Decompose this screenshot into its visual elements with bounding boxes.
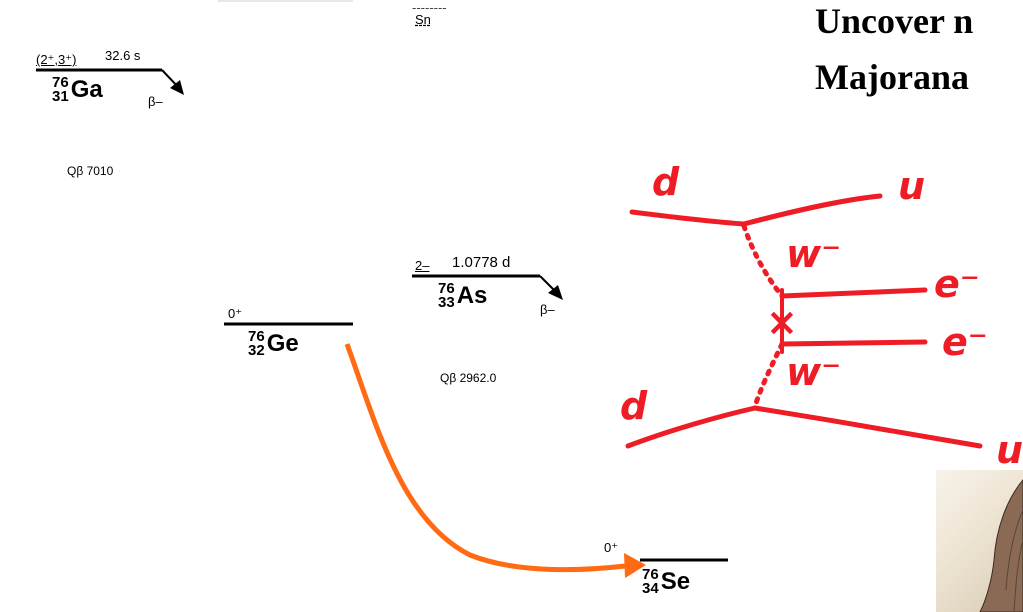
feynman-top-quark-in	[629, 209, 747, 227]
feynman-label-e-top: e⁻	[934, 262, 980, 306]
title-line-1: Uncover n	[815, 1, 974, 41]
double-beta-arrowhead	[624, 553, 646, 578]
ga-decay-label: β–	[148, 94, 163, 109]
slide-title: Uncover n Majorana	[815, 0, 973, 100]
ge-spin: 0⁺	[228, 306, 243, 321]
se-mass: 76	[642, 566, 659, 583]
ga-spin: (2⁺,3⁺)	[36, 52, 77, 67]
feynman-label-d-bottom: d	[620, 384, 648, 428]
as-symbol: As	[456, 282, 488, 309]
ga-halflife: 32.6 s	[105, 48, 141, 63]
feynman-w-bottom-propagator	[752, 341, 785, 409]
feynman-w-top-propagator	[741, 223, 785, 299]
feynman-label-w-top: w⁻	[786, 232, 842, 276]
as-halflife: 1.0778 d	[452, 254, 511, 271]
as-iso-stack: 76 33	[438, 280, 455, 311]
feynman-label-w-bottom: w⁻	[786, 350, 842, 394]
feynman-label-e-bottom: e⁻	[942, 320, 988, 364]
as-q-value: Qβ 2962.0	[440, 371, 497, 385]
feynman-label-u-bottom: u	[996, 428, 1023, 472]
as-decay-label: β–	[540, 302, 555, 317]
sn-top-dashes: --------	[412, 0, 447, 15]
ga-z: 31	[52, 88, 69, 105]
top-faint-line	[218, 0, 353, 2]
as-nuclide: 76 33 As	[438, 280, 488, 311]
sn-label: Sn	[415, 12, 431, 27]
feynman-bottom-quark-in	[625, 405, 758, 449]
double-beta-arrow	[344, 343, 626, 573]
as-z: 33	[438, 294, 455, 311]
feynman-label-u-top: u	[898, 164, 926, 208]
portrait-image	[936, 470, 1023, 612]
feynman-electron-top	[779, 287, 928, 299]
se-spin: 0⁺	[604, 540, 619, 555]
se-symbol: Se	[660, 568, 691, 595]
feynman-bottom-quark-out	[752, 405, 983, 449]
feynman-label-d-top: d	[652, 160, 680, 204]
feynman-top-quark-out	[741, 193, 883, 227]
ga-symbol: Ga	[70, 76, 103, 103]
ga-decay-arrowhead	[170, 80, 184, 95]
sn-label-text: Sn	[415, 12, 431, 27]
ge-iso-stack: 76 32	[248, 328, 265, 359]
portrait-sketch	[979, 479, 1023, 612]
ge-mass: 76	[248, 328, 265, 345]
title-line-2: Majorana	[815, 57, 969, 97]
feynman-electron-bottom	[779, 339, 928, 347]
ge-nuclide: 76 32 Ge	[248, 328, 299, 359]
ga-iso-stack: 76 31	[52, 74, 69, 105]
se-z: 34	[642, 580, 659, 597]
ge-symbol: Ge	[266, 330, 299, 357]
as-spin: 2–	[415, 258, 430, 273]
ga-q-value: Qβ 7010	[67, 164, 114, 178]
ga-mass: 76	[52, 74, 69, 91]
se-iso-stack: 76 34	[642, 566, 659, 597]
feynman-vertex-cross: ×	[766, 300, 798, 344]
ge-z: 32	[248, 342, 265, 359]
ga-nuclide: 76 31 Ga	[52, 74, 103, 105]
as-decay-arrowhead	[548, 285, 563, 300]
as-mass: 76	[438, 280, 455, 297]
se-nuclide: 76 34 Se	[642, 566, 691, 597]
